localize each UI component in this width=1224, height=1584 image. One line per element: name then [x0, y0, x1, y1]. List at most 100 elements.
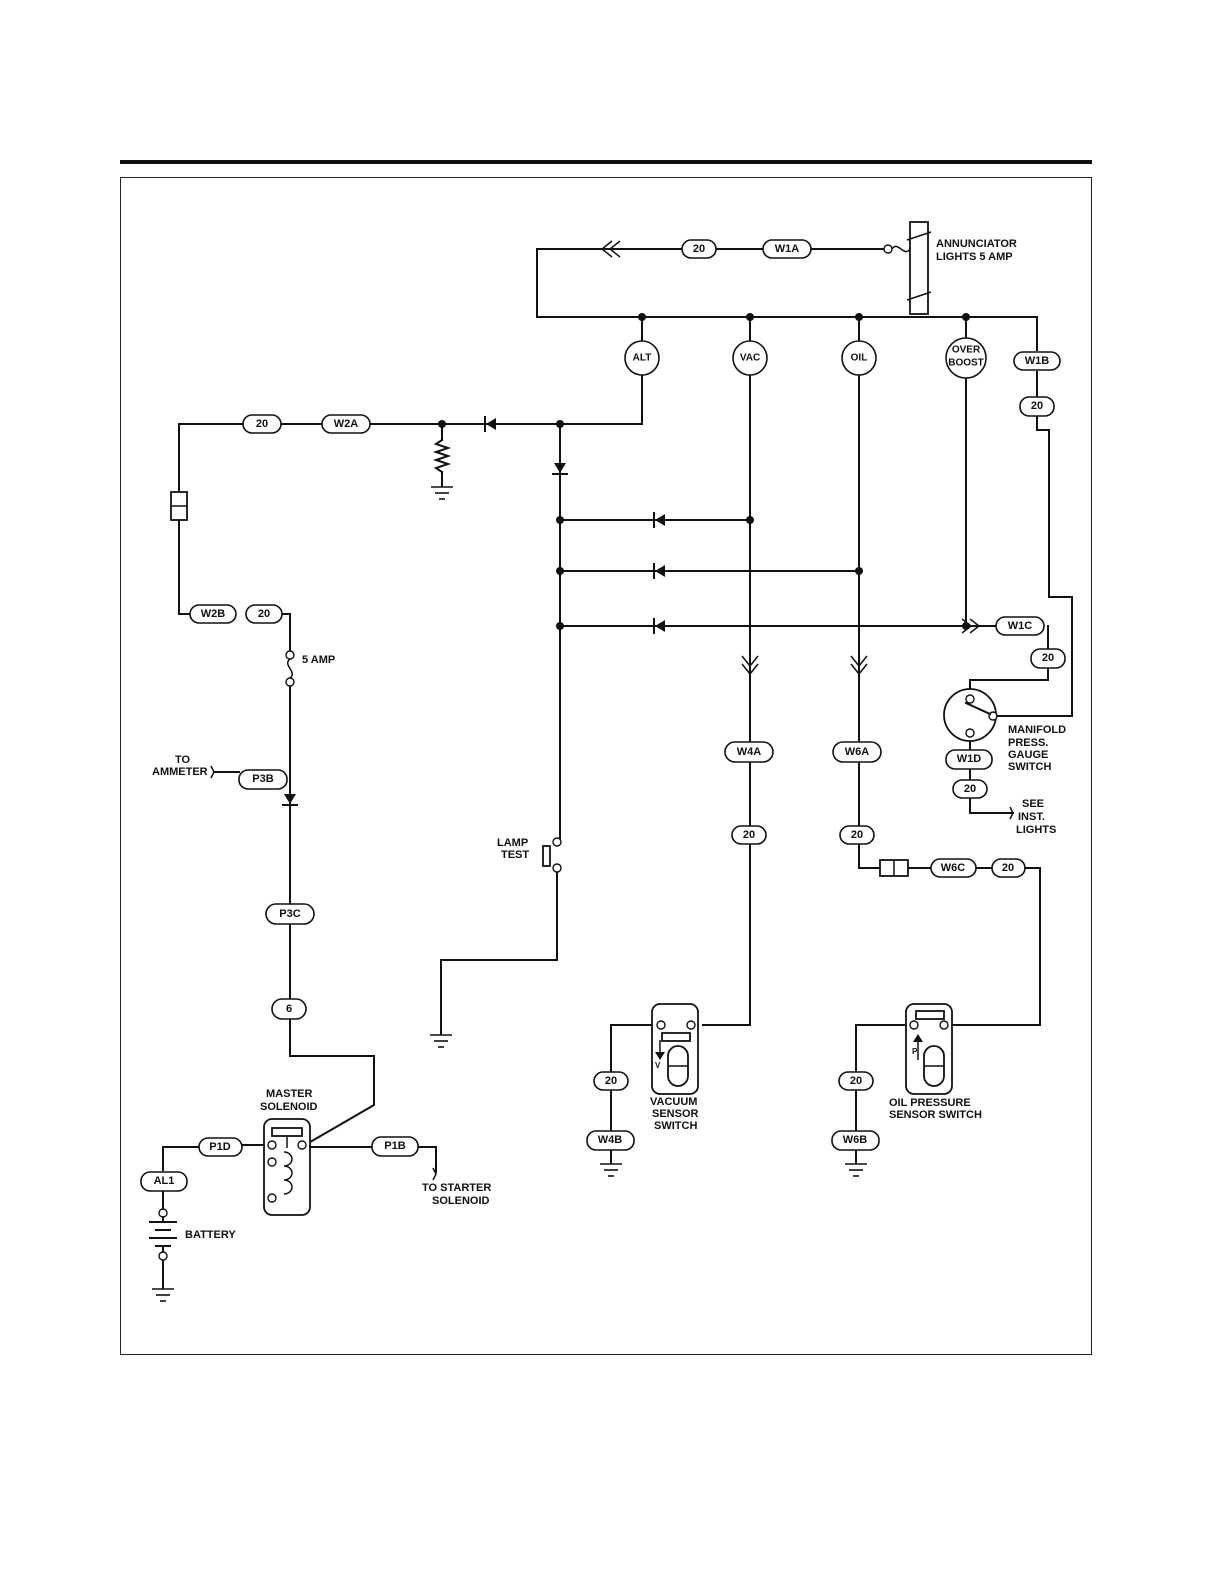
- manifold-label-3: GAUGE: [1008, 749, 1048, 761]
- svg-text:20: 20: [258, 608, 270, 620]
- oil-sensor-label-1: OIL PRESSURE: [889, 1097, 971, 1109]
- lamp-test-label-1: LAMP: [497, 837, 528, 849]
- tag-w1c-gauge: 20: [1030, 648, 1066, 669]
- tag-p3c-gauge: 6: [271, 998, 307, 1020]
- junction: [962, 313, 970, 321]
- wire-oil-sensor: [948, 867, 1041, 1026]
- diode-overboost: [653, 618, 665, 634]
- oil-pressure-sensor-switch: [905, 1003, 953, 1095]
- tag-w4b: W4B: [586, 1130, 635, 1151]
- svg-text:AL1: AL1: [154, 1175, 175, 1187]
- diode-lamp-test: [552, 463, 568, 475]
- svg-text:W4B: W4B: [598, 1134, 623, 1146]
- manifold-pressure-switch: [943, 688, 998, 742]
- connector-chevron: [741, 663, 759, 676]
- tag-w6b: W6B: [831, 1130, 880, 1151]
- battery-label: BATTERY: [185, 1229, 236, 1241]
- tag-w4a: W4A: [724, 741, 774, 763]
- fuse-panel: [909, 221, 929, 315]
- junction: [438, 420, 446, 428]
- svg-text:20: 20: [605, 1075, 617, 1087]
- tag-w1d: W1D: [945, 749, 993, 770]
- annunciator-label-1: ANNUNCIATOR: [936, 238, 1017, 250]
- tag-w6a: W6A: [832, 741, 882, 763]
- battery-icon: [149, 1208, 177, 1261]
- svg-text:P3C: P3C: [279, 908, 300, 920]
- wire-oil-sensor-left: [855, 1024, 915, 1073]
- connector-chevron: [850, 663, 868, 676]
- tag-w1a-gauge: 20: [681, 239, 717, 259]
- wires: [162, 248, 1073, 1289]
- svg-text:W1C: W1C: [1008, 620, 1033, 632]
- svg-text:20: 20: [1042, 652, 1054, 664]
- tag-al1: AL1: [140, 1171, 188, 1192]
- svg-text:P1B: P1B: [384, 1140, 405, 1152]
- tag-w1d-gauge: 20: [952, 779, 988, 799]
- manifold-label-1: MANIFOLD: [1008, 724, 1066, 736]
- lead-marker: [1009, 806, 1014, 820]
- indicator-alt-label: ALT: [633, 353, 652, 364]
- indicator-alt: ALT: [624, 340, 660, 376]
- wire-lamp-test-ground: [440, 869, 558, 1035]
- manifold-label-2: PRESS.: [1008, 737, 1048, 749]
- lamp-test-switch[interactable]: [542, 837, 562, 873]
- vacuum-label-1: VACUUM: [650, 1096, 697, 1108]
- tag-w6c-gauge: 20: [991, 858, 1026, 878]
- svg-text:20: 20: [850, 1075, 862, 1087]
- junction: [556, 516, 564, 524]
- tag-p3b: P3B: [238, 769, 288, 790]
- five-amp-label: 5 AMP: [302, 654, 335, 666]
- tag-w1c: W1C: [995, 616, 1045, 636]
- tag-p1b: P1B: [371, 1136, 419, 1157]
- svg-text:20: 20: [256, 418, 268, 430]
- diode-alt: [484, 416, 496, 432]
- svg-text:P3B: P3B: [252, 773, 273, 785]
- header-rule: [120, 160, 1092, 164]
- master-solenoid: [263, 1118, 311, 1216]
- junction: [556, 567, 564, 575]
- wire-vac-sensor-left: [610, 1024, 661, 1073]
- connector-chevron: [608, 240, 621, 258]
- vacuum-sensor-switch: [651, 1003, 699, 1095]
- wire-w1c-gauge: [969, 667, 1049, 695]
- tag-p1d: P1D: [198, 1137, 243, 1157]
- wire-w6a-low: [858, 843, 881, 869]
- diode-vac: [653, 512, 665, 528]
- indicator-vac: VAC: [732, 340, 768, 376]
- ground-lamp-test-icon: [430, 1034, 452, 1048]
- wire-w2b-fuse: [281, 613, 291, 653]
- diodes: [282, 416, 665, 806]
- svg-text:20: 20: [693, 243, 705, 255]
- connector-chevron: [969, 618, 981, 634]
- lead-marker: [432, 1167, 437, 1181]
- junction: [962, 622, 970, 630]
- master-solenoid-label-2: SOLENOID: [260, 1101, 318, 1113]
- svg-text:20: 20: [1002, 862, 1014, 874]
- vacuum-label-3: SWITCH: [654, 1120, 697, 1132]
- to-starter-label-1: TO STARTER: [422, 1182, 491, 1194]
- connectors: [170, 240, 981, 877]
- tag-w1a: W1A: [762, 239, 812, 259]
- ground-battery-icon: [152, 1288, 174, 1302]
- text-labels: ANNUNCIATOR LIGHTS 5 AMP 5 AMP TO AMMETE…: [152, 238, 1066, 1241]
- svg-text:W6C: W6C: [941, 862, 966, 874]
- diode-oil: [653, 563, 665, 579]
- tag-w6b-gauge: 20: [838, 1071, 874, 1091]
- to-ammeter-label-2: AMMETER: [152, 766, 208, 778]
- tag-w4b-gauge: 20: [593, 1071, 629, 1091]
- indicator-overboost: OVER BOOST: [945, 337, 987, 379]
- connector-chevron: [600, 240, 613, 258]
- oil-sensor-label-2: SENSOR SWITCH: [889, 1109, 982, 1121]
- to-ammeter-label-1: TO: [175, 754, 191, 766]
- vacuum-label-2: SENSOR: [652, 1108, 699, 1120]
- tag-w2b: W2B: [189, 604, 237, 624]
- lamp-test-label-2: TEST: [501, 849, 529, 861]
- indicator-overboost-label-2: BOOST: [948, 358, 984, 369]
- svg-text:20: 20: [964, 783, 976, 795]
- svg-text:W4A: W4A: [737, 746, 762, 758]
- junction: [855, 567, 863, 575]
- to-starter-label-2: SOLENOID: [432, 1195, 490, 1207]
- svg-text:W2A: W2A: [334, 418, 359, 430]
- svg-text:W1A: W1A: [775, 243, 800, 255]
- wire-p1b: [417, 1146, 437, 1173]
